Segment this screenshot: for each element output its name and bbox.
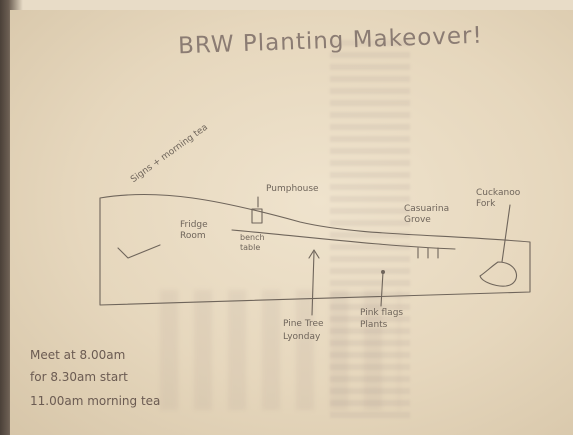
- label-pine-tree: Pine Tree Lyonday: [283, 319, 324, 342]
- morning-tea-marker: [117, 244, 161, 259]
- label-pink-flags: Pink flags Plants: [360, 308, 404, 330]
- ink-bleed-through-lower: [160, 290, 400, 410]
- site-boundary: [99, 193, 531, 306]
- label-pumphouse: Pumphouse: [266, 184, 319, 194]
- cuckanoo-arrow: [501, 204, 511, 263]
- pine-tree-arrow: [311, 251, 315, 316]
- paper-sheet: [10, 10, 573, 435]
- flag-arrow: [380, 271, 384, 307]
- label-fridge-room: Fridge Room: [180, 220, 208, 241]
- meeting-note-line-3: 11.00am morning tea: [30, 394, 161, 408]
- label-pumphouse-sub: bench table: [240, 233, 265, 252]
- walking-path: [231, 229, 456, 250]
- label-casuarina: Casuarina Grove: [404, 204, 450, 225]
- label-cuckanoo: Cuckanoo Fork: [476, 188, 521, 209]
- pumphouse-box: [251, 208, 263, 224]
- meeting-note-line-2: for 8.30am start: [30, 370, 128, 384]
- teardrop-shape: [479, 261, 517, 287]
- meeting-note-line-1: Meet at 8.00am: [30, 348, 126, 362]
- ink-bleed-through: [330, 40, 410, 420]
